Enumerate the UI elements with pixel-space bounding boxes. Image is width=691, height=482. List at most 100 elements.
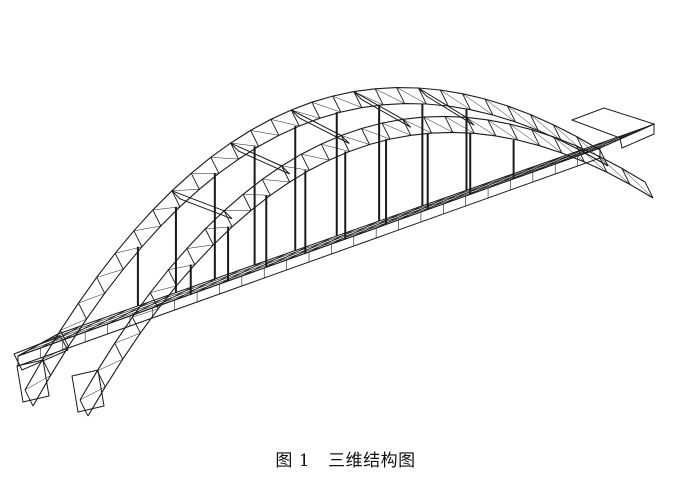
arch-rib-segment-joint	[223, 210, 233, 227]
arch-rib-segment-joint	[644, 181, 654, 199]
arch-rib-segment-diagonal	[152, 206, 180, 211]
deck-crossbeam	[353, 213, 401, 237]
figure-title: 三维结构图	[328, 451, 416, 471]
arch-rib-segment-diagonal	[281, 165, 310, 171]
arch-rib-segment-joint	[552, 124, 562, 141]
arch-rib-segment-joint	[168, 269, 177, 287]
arch-rib-segment-diagonal	[78, 293, 105, 304]
arch-rib-segment-diagonal	[530, 114, 562, 141]
arch-rib-segment-joint	[96, 277, 106, 294]
figure-caption: 图 1 三维结构图	[0, 446, 691, 471]
arch-rib-segment-joint	[484, 98, 494, 116]
deck-crossbeam	[465, 172, 516, 197]
arch-rib-segment-diagonal	[375, 88, 405, 104]
arch-rib-segment-joint	[340, 135, 350, 152]
arch-rib-segment-joint	[204, 228, 214, 246]
arch-rib-segment-joint	[487, 119, 497, 137]
arch-rib-segment-joint	[60, 330, 69, 347]
deck-crossbeam	[62, 317, 104, 341]
deck-crossbeam	[129, 293, 173, 317]
arch-rib-segment-joint	[311, 102, 321, 119]
arch-rib-segment-diagonal	[171, 189, 200, 192]
arch-rib-segment-diagonal	[361, 128, 391, 140]
arch-rib-segment-joint	[78, 302, 87, 320]
left-end-block	[13, 335, 69, 371]
arch-rib-segment-diagonal	[210, 157, 239, 160]
arch-rib-segment-joint	[529, 114, 539, 131]
arch-rib-segment-joint	[509, 123, 519, 141]
arch-rib-segment-diagonal	[150, 285, 177, 293]
arch-springing-foot	[71, 369, 105, 413]
arch-rib-segment-diagonal	[311, 102, 341, 113]
arch-rib-segment-diagonal	[423, 116, 453, 133]
arch-rib-segment-joint	[553, 136, 563, 154]
arch-rib-segment-joint	[132, 316, 141, 334]
arch-rib-segment-diagonal	[598, 156, 631, 185]
arch-rib-segment-diagonal	[270, 119, 300, 127]
arch-rib-segment-joint	[281, 165, 291, 183]
arch-rib-segment-joint	[149, 292, 159, 309]
deck-crossbeam	[219, 261, 264, 285]
arch-rib-segment-diagonal	[553, 124, 585, 153]
wind-brace	[290, 109, 350, 144]
arch-rib-segment-diagonal	[230, 142, 259, 147]
arch-rib-segment-joint	[361, 128, 370, 145]
arch-rib-segment-diagonal	[402, 119, 432, 134]
arch-rib-segment-joint	[417, 87, 427, 105]
figure-number: 图 1	[275, 451, 311, 471]
arch-rib-segment-joint	[444, 116, 454, 133]
deck-crossbeam	[331, 221, 379, 245]
right-approach-slab	[570, 107, 656, 139]
arch-rib-segment-diagonal	[205, 226, 233, 230]
arch-rib-front-lower-edge	[87, 131, 654, 417]
arch-rib-segment-diagonal	[132, 308, 159, 318]
arch-rib-segment-joint	[24, 389, 34, 407]
arch-rib-segment-joint	[186, 248, 196, 265]
arch-rib-segment-diagonal	[186, 244, 214, 249]
arch-rib-segment-joint	[242, 194, 252, 211]
arch-rib-segment-joint	[353, 91, 363, 108]
arch-rib-segment-joint	[270, 119, 280, 136]
arch-rib-segment-diagonal	[466, 117, 496, 137]
arch-rib-segment-diagonal	[444, 116, 475, 134]
bridge-deck	[13, 107, 656, 371]
arch-rib-segment-joint	[576, 136, 585, 153]
arch-rib-segment-joint	[396, 87, 406, 104]
arch-rib-segment-diagonal	[96, 269, 124, 278]
wind-bracing	[171, 87, 475, 220]
deck-crossbeam	[174, 277, 219, 301]
arch-rib-segment-joint	[621, 168, 631, 185]
arch-rib-segment-joint	[332, 95, 342, 113]
arch-rib-segment-diagonal	[440, 89, 471, 110]
arch-rib-segment-diagonal	[484, 98, 516, 123]
arch-rib-segment-joint	[250, 130, 260, 147]
arch-rib-segment-diagonal	[553, 136, 585, 163]
arch-rib-back-lower-edge	[32, 103, 609, 407]
arch-rib-segment-diagonal	[487, 119, 518, 141]
arch-rib-segment-diagonal	[507, 105, 539, 131]
arch-rib-segment-joint	[210, 157, 220, 174]
deck-crossbeam	[443, 180, 493, 205]
wind-brace	[353, 91, 412, 128]
arch-rib-segment-diagonal	[168, 264, 195, 271]
arch-rib-segment-joint	[374, 88, 384, 105]
arch-rib-segment-joint	[114, 253, 124, 270]
arch-rib-segment-joint	[507, 105, 516, 123]
deck-crossbeam	[375, 205, 424, 229]
arch-rib-segment-diagonal	[341, 135, 370, 145]
arch-rib-segment-diagonal	[224, 210, 252, 212]
right-approach-edge	[619, 124, 655, 149]
arch-ribs	[16, 87, 654, 417]
wind-brace	[418, 87, 475, 126]
arch-rib-segment-diagonal	[462, 93, 493, 116]
arch-rib-segment-diagonal	[381, 122, 411, 136]
wind-brace	[171, 190, 233, 220]
deck-crossbeam	[532, 148, 584, 173]
deck-crossbeam	[152, 285, 196, 309]
arch-rib-segment-diagonal	[576, 136, 609, 167]
bridge-3d-structure-drawing	[13, 87, 656, 417]
arch-rib-segment-joint	[42, 359, 52, 376]
arch-rib-segment-diagonal	[97, 358, 123, 372]
arch-rib-segment-diagonal	[133, 225, 161, 232]
